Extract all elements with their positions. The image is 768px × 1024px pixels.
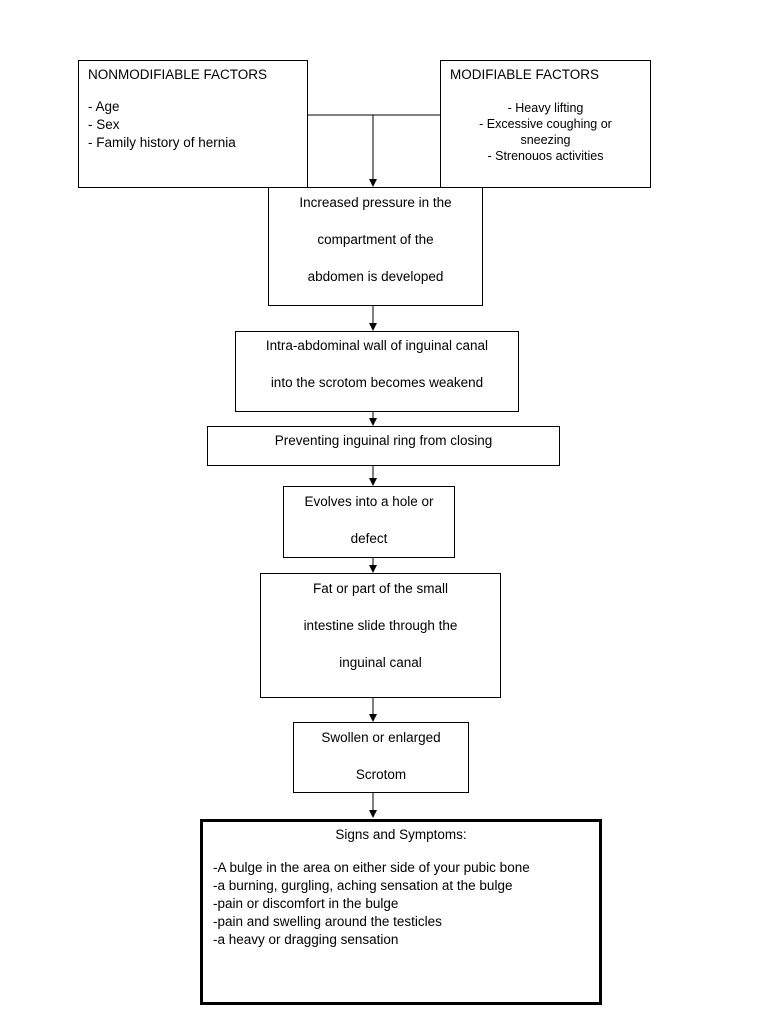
- step-text-line: Intra-abdominal wall of inguinal canal: [265, 338, 489, 353]
- symptom-item: -A bulge in the area on either side of y…: [213, 860, 530, 875]
- symptom-item: -pain and swelling around the testicles: [213, 914, 442, 929]
- step-text-line: defect: [350, 531, 388, 546]
- symptom-item: -a heavy or dragging sensation: [213, 932, 399, 947]
- step-text-line: into the scrotom becomes weakend: [270, 375, 484, 390]
- step-text-line: Evolves into a hole or: [304, 494, 434, 509]
- modifiable-factors-list: - Heavy lifting - Excessive coughing or …: [450, 100, 641, 164]
- step-increased-pressure: Increased pressure in the compartment of…: [268, 187, 483, 306]
- signs-and-symptoms-title: Signs and Symptoms:: [335, 827, 467, 842]
- step-text-line: Increased pressure in the: [299, 195, 452, 210]
- step-text-line: compartment of the: [317, 232, 434, 247]
- step-text-line: Scrotom: [355, 767, 407, 782]
- step-inguinal-ring: Preventing inguinal ring from closing: [207, 426, 560, 466]
- step-text-line: Preventing inguinal ring from closing: [274, 433, 493, 448]
- step-text-line: Fat or part of the small: [312, 581, 449, 596]
- step-intestine-slide: Fat or part of the small intestine slide…: [260, 573, 501, 698]
- modifiable-factors-title: MODIFIABLE FACTORS: [450, 67, 600, 82]
- nonmodifiable-factors-title: NONMODIFIABLE FACTORS: [88, 67, 268, 82]
- signs-and-symptoms-box: Signs and Symptoms: -A bulge in the area…: [200, 819, 602, 1005]
- nonmodifiable-factor-item: - Age: [88, 99, 120, 114]
- nonmodifiable-factor-item: - Sex: [88, 117, 120, 132]
- nonmodifiable-factor-item: - Family history of hernia: [88, 135, 236, 150]
- nonmodifiable-factors-box: NONMODIFIABLE FACTORS - Age - Sex - Fami…: [78, 60, 308, 188]
- step-text-line: abdomen is developed: [307, 269, 444, 284]
- step-text-line: inguinal canal: [339, 655, 422, 670]
- modifiable-factor-item: - Heavy lifting: [507, 101, 584, 115]
- modifiable-factor-item: sneezing: [520, 133, 571, 147]
- symptom-item: -pain or discomfort in the bulge: [213, 896, 399, 911]
- modifiable-factor-item: - Excessive coughing or: [479, 117, 612, 131]
- modifiable-factors-box: MODIFIABLE FACTORS - Heavy lifting - Exc…: [440, 60, 651, 188]
- step-text-line: intestine slide through the: [303, 618, 458, 633]
- step-swollen-scrotom: Swollen or enlarged Scrotom: [293, 722, 469, 793]
- symptom-item: -a burning, gurgling, aching sensation a…: [213, 878, 513, 893]
- step-hole-defect: Evolves into a hole or defect: [283, 486, 455, 558]
- step-text-line: Swollen or enlarged: [321, 730, 441, 745]
- step-wall-weakened: Intra-abdominal wall of inguinal canal i…: [235, 331, 519, 412]
- modifiable-factor-item: - Strenouos activities: [487, 149, 604, 163]
